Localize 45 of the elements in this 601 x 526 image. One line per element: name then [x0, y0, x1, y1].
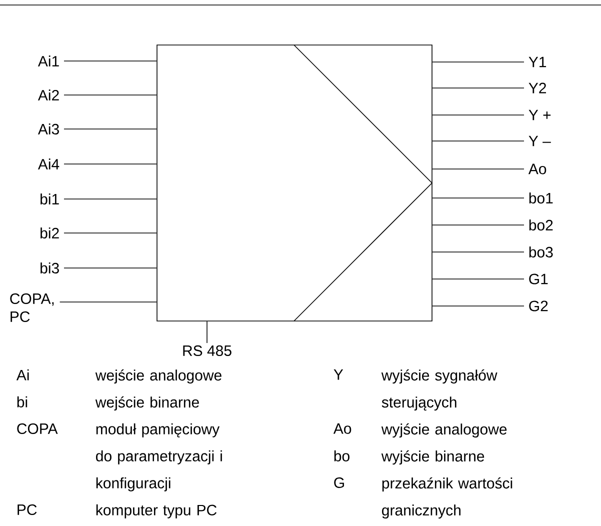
signal-label: bi1	[40, 193, 59, 204]
legend-abbreviation: G	[334, 477, 344, 488]
signal-label: G2	[529, 300, 548, 312]
signal-label: Y2	[528, 82, 546, 94]
signal-label: Ai1	[38, 56, 59, 66]
legend-abbreviation: Ao	[333, 423, 352, 434]
signal-label: Y1	[528, 56, 546, 68]
legend-abbreviation: PC	[18, 504, 37, 515]
block-box	[156, 44, 432, 322]
legend-abbreviation: Y	[334, 369, 344, 380]
signal-label: RS 485	[183, 345, 232, 356]
signal-label: G1	[529, 274, 548, 284]
signal-label: COPA, PC	[10, 293, 54, 322]
signal-label: bi3	[40, 262, 59, 274]
signal-label: Ao	[528, 164, 546, 174]
signal-label: Y +	[528, 110, 551, 120]
connector-line	[432, 114, 524, 116]
signal-label: Y –	[528, 136, 551, 146]
signal-label: bo2	[529, 219, 553, 230]
connector-line	[64, 232, 157, 234]
connector-line	[432, 278, 524, 280]
legend-description: wyjście binarne	[381, 450, 484, 465]
connector-line	[206, 321, 208, 344]
legend-description: wejście binarne	[95, 396, 199, 411]
connector-line	[64, 128, 157, 130]
signal-label: bo3	[529, 246, 553, 258]
legend-abbreviation: COPA	[17, 423, 58, 434]
legend-description: wyjście analogowe	[381, 423, 507, 438]
connector-line	[432, 140, 524, 142]
signal-label: bo1	[529, 192, 553, 204]
legend-description: przekaźnik wartości granicznych	[382, 477, 512, 519]
connector-line	[64, 198, 157, 200]
signal-label: Ai2	[38, 90, 59, 100]
connector-line	[432, 168, 524, 170]
legend-abbreviation: bo	[334, 450, 350, 462]
legend-abbreviation: bi	[17, 396, 28, 408]
connector-line	[432, 224, 524, 226]
signal-label: Ai4	[38, 158, 60, 170]
signal-label: Ai3	[38, 123, 59, 134]
signal-label: bi2	[40, 227, 59, 238]
legend-description: komputer typu PC	[96, 504, 217, 518]
connector-line	[64, 60, 157, 62]
connector-line	[64, 94, 157, 96]
legend-abbreviation: Ai	[16, 369, 29, 380]
legend-description: wejście analogowe	[95, 369, 222, 384]
